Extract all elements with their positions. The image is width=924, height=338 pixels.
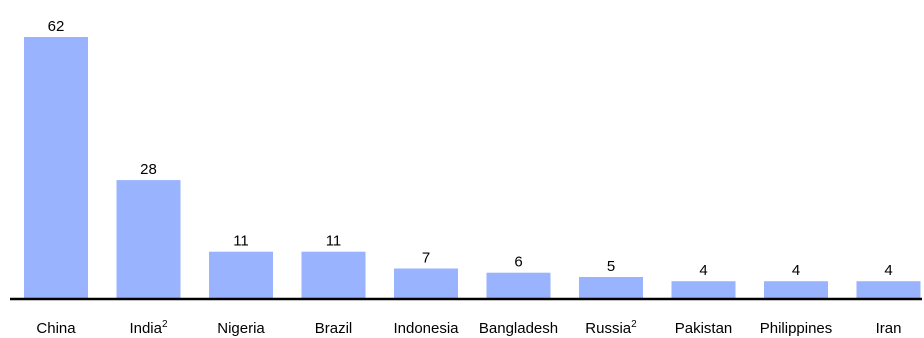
category-label-china: China (36, 320, 76, 337)
bar-india (116, 180, 181, 298)
category-label-philippines: Philippines (760, 320, 833, 337)
bar-iran (856, 281, 921, 298)
bars-layer (24, 37, 921, 298)
value-label-nigeria: 11 (233, 233, 249, 250)
bar-bangladesh (486, 272, 551, 298)
category-label-bangladesh: Bangladesh (479, 320, 558, 337)
bar-indonesia (394, 268, 458, 298)
category-label-nigeria: Nigeria (217, 320, 265, 337)
bar-nigeria (209, 251, 273, 298)
footnote-marker: 2 (162, 319, 168, 330)
value-label-china: 62 (48, 18, 65, 35)
category-label-iran: Iran (876, 320, 902, 337)
value-label-russia: 5 (607, 258, 615, 275)
bar-china (24, 37, 88, 298)
value-label-india: 28 (140, 161, 157, 178)
value-label-bangladesh: 6 (514, 254, 522, 271)
category-label-russia: Russia2 (585, 319, 637, 337)
bar-pakistan (671, 281, 736, 298)
bar-brazil (301, 251, 366, 298)
category-label-indonesia: Indonesia (393, 320, 459, 337)
value-label-pakistan: 4 (699, 262, 707, 279)
category-label-brazil: Brazil (315, 320, 353, 337)
bar-philippines (764, 281, 828, 298)
value-label-philippines: 4 (792, 262, 800, 279)
category-labels-layer: China India2 Nigeria Brazil Indonesia Banglad… (36, 319, 901, 337)
value-labels-layer: 62 28 11 11 7 6 5 4 4 4 (48, 18, 893, 279)
value-label-indonesia: 7 (422, 250, 430, 267)
value-label-brazil: 11 (326, 233, 342, 250)
bar-russia (579, 277, 643, 298)
value-label-iran: 4 (884, 262, 892, 279)
category-label-india: India2 (129, 319, 168, 337)
footnote-marker: 2 (631, 319, 637, 330)
category-label-pakistan: Pakistan (675, 320, 733, 337)
